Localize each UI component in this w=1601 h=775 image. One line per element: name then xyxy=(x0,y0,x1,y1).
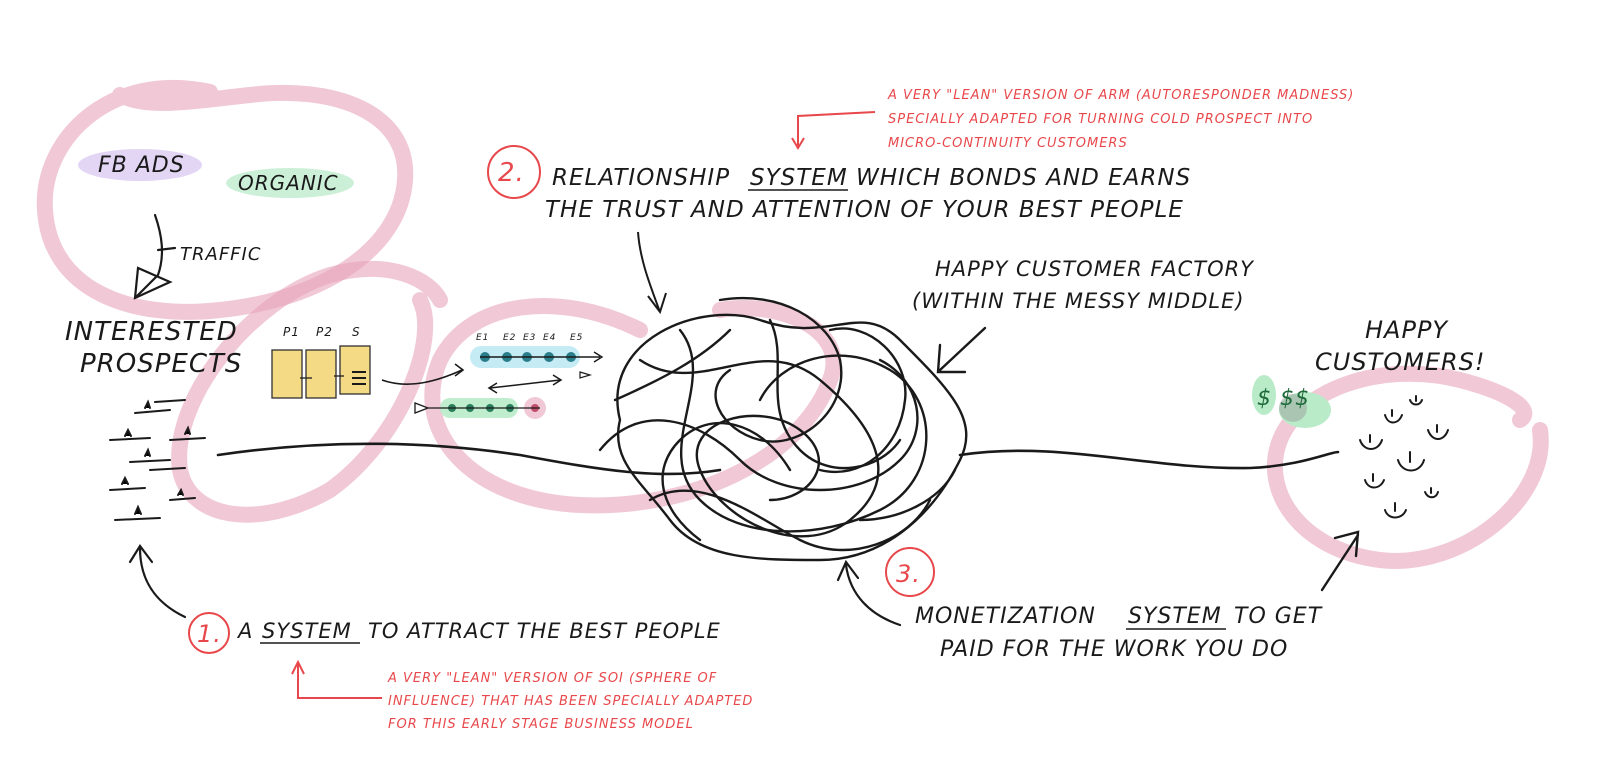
step1-note-line3: FOR THIS EARLY STAGE BUSINESS MODEL xyxy=(388,717,694,732)
traffic-label: TRAFFIC xyxy=(180,244,261,265)
messy-middle-scribble xyxy=(598,296,968,562)
step3-group: 3. MONETIZATION SYSTEM TO GET PAID FOR T… xyxy=(836,547,1323,662)
page-label-s: S xyxy=(352,325,361,339)
fb-ads-highlight xyxy=(78,149,202,181)
factory-label-line2: (WITHIN THE MESSY MIDDLE) xyxy=(912,289,1245,313)
step2-note-arrow xyxy=(791,111,876,150)
pages-to-emails-arrow xyxy=(381,363,465,385)
money-label: $ $$ xyxy=(1257,386,1310,411)
step3-arrow xyxy=(836,559,902,627)
step2-arrow xyxy=(637,231,667,315)
step3-keyword: SYSTEM xyxy=(1128,604,1222,629)
organic-label: ORGANIC xyxy=(238,171,339,195)
prospect-people xyxy=(109,399,206,521)
email-label-e5: E5 xyxy=(570,333,583,343)
step1-note-line1: A VERY "LEAN" VERSION OF SOI (SPHERE OF xyxy=(387,671,717,686)
relationship-circle xyxy=(424,298,842,514)
step1-keyword: SYSTEM xyxy=(262,619,352,643)
step1-post: TO ATTRACT THE BEST PEOPLE xyxy=(368,619,721,643)
step1-group: 1. A SYSTEM TO ATTRACT THE BEST PEOPLE A… xyxy=(128,544,753,732)
main-flow-line xyxy=(216,442,1340,476)
step2-line2: THE TRUST AND ATTENTION OF YOUR BEST PEO… xyxy=(545,197,1184,223)
email-labels: E1 E2 E3 E4 E5 xyxy=(476,333,583,343)
fb-ads-label: FB ADS xyxy=(98,153,185,178)
happy-customer-faces xyxy=(1359,395,1449,519)
pink-highlight-circles xyxy=(36,79,1549,569)
organic-highlight xyxy=(226,168,354,198)
step1-pre: A xyxy=(236,619,253,643)
factory-label-line1: HAPPY CUSTOMER FACTORY xyxy=(935,257,1255,281)
step2-note-line2: SPECIALLY ADAPTED FOR TURNING COLD PROSP… xyxy=(888,112,1313,127)
factory-arrow xyxy=(936,326,987,374)
step2-note-line3: MICRO-CONTINUITY CUSTOMERS xyxy=(888,136,1128,151)
step3-number-circle xyxy=(885,547,935,597)
step2-number-circle xyxy=(487,145,541,199)
page-label-p2: P2 xyxy=(316,325,333,339)
customers-label-line1: HAPPY xyxy=(1365,316,1449,344)
step1-note-line2: INFLUENCE) THAT HAS BEEN SPECIALLY ADAPT… xyxy=(388,694,753,709)
step2-keyword: SYSTEM xyxy=(750,165,848,191)
step2-note-line1: A VERY "LEAN" VERSION OF ARM (AUTORESPON… xyxy=(887,88,1354,103)
prospects-label-line2: PROSPECTS xyxy=(80,349,242,379)
email-label-e4: E4 xyxy=(543,333,556,343)
step1-arrow xyxy=(128,544,187,619)
step1-note: A VERY "LEAN" VERSION OF SOI (SPHERE OF … xyxy=(387,671,753,732)
email-label-e1: E1 xyxy=(476,333,489,343)
traffic-arrow xyxy=(133,213,177,300)
step3-line2: PAID FOR THE WORK YOU DO xyxy=(940,637,1288,662)
step1-number-circle xyxy=(188,612,230,654)
landing-pages xyxy=(271,345,371,399)
customers-arrow xyxy=(1320,530,1360,592)
money-highlight: $ $$ xyxy=(1252,375,1331,428)
step3-line1-post: TO GET xyxy=(1234,604,1323,629)
step2-line1-pre: RELATIONSHIP xyxy=(552,165,730,191)
step1-number: 1. xyxy=(197,620,222,648)
email-sequence-green xyxy=(414,397,546,419)
page-label-p1: P1 xyxy=(283,325,300,339)
step2-line1-post: WHICH BONDS AND EARNS xyxy=(856,165,1191,191)
prospects-circle xyxy=(171,260,448,523)
step2-number: 2. xyxy=(498,158,525,188)
email-loop-arrow xyxy=(487,374,563,394)
email-triangle-marker xyxy=(579,371,593,379)
step2-group: 2. RELATIONSHIP SYSTEM WHICH BONDS AND E… xyxy=(487,88,1354,315)
prospects-label-line1: INTERESTED xyxy=(65,317,238,347)
email-sequence-blue xyxy=(470,346,604,368)
customers-label-line2: CUSTOMERS! xyxy=(1315,348,1486,376)
step1-note-arrow xyxy=(291,659,382,699)
email-label-e2: E2 xyxy=(503,333,516,343)
step3-line1-pre: MONETIZATION xyxy=(915,604,1096,629)
step3-number: 3. xyxy=(896,560,921,588)
step2-note: A VERY "LEAN" VERSION OF ARM (AUTORESPON… xyxy=(887,88,1354,151)
email-label-e3: E3 xyxy=(523,333,536,343)
